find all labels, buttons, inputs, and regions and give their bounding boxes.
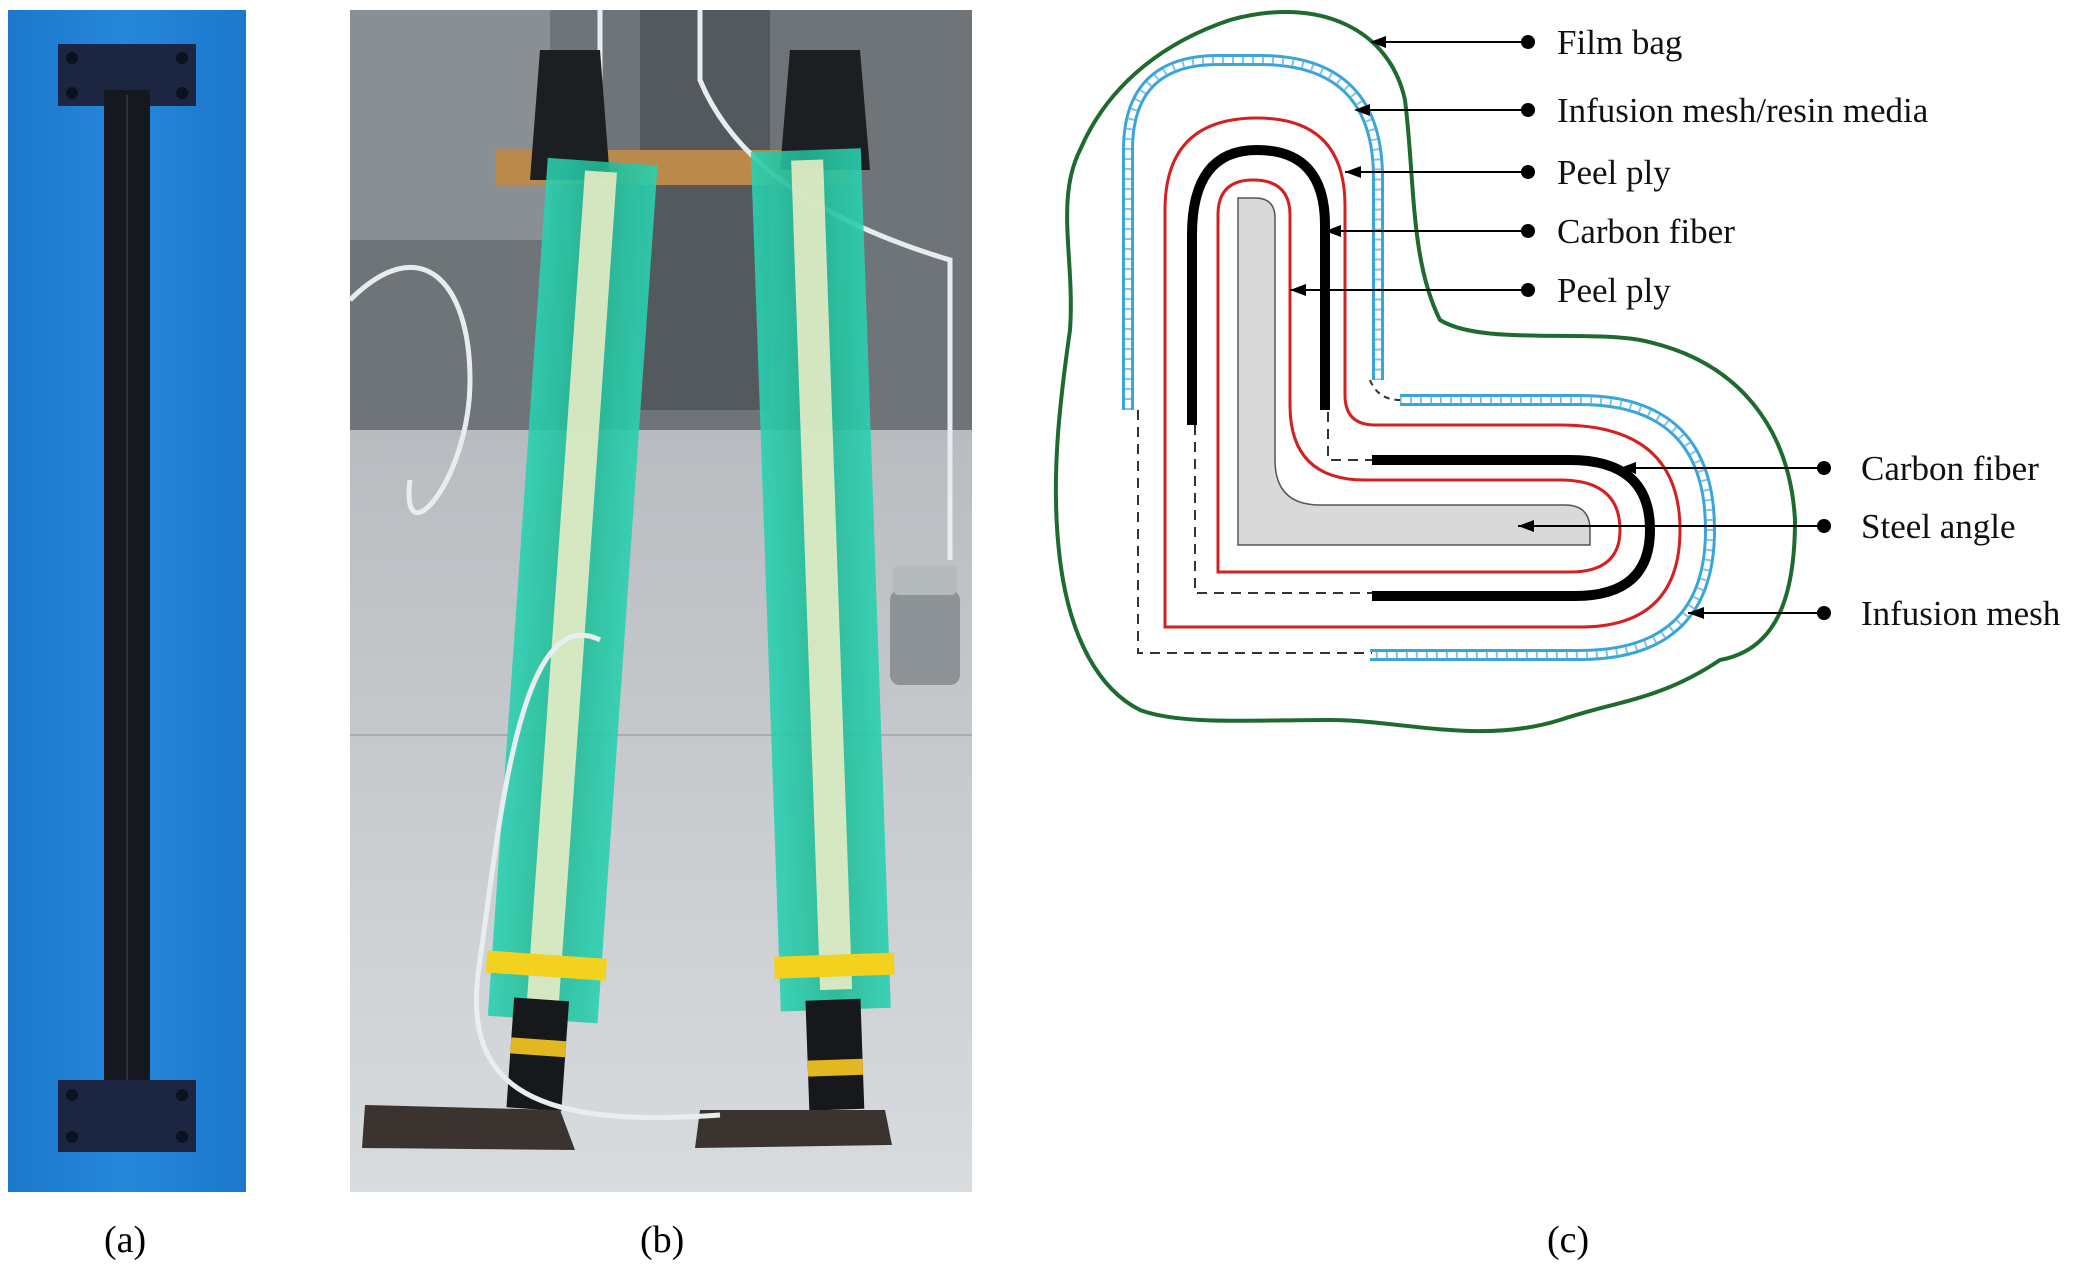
carbon-fiber-upper <box>1187 144 1330 425</box>
dashed-link-top <box>1369 379 1401 401</box>
panel-a-bottom-plate <box>58 1080 196 1152</box>
dashed-boundary-outer <box>1137 410 1372 654</box>
steel-angle <box>1237 197 1591 546</box>
caption-b: (b) <box>640 1219 684 1261</box>
panel-a-photo <box>8 10 246 1192</box>
label-carbon-fiber-right: Carbon fiber <box>1861 449 2039 488</box>
label-infusion-mesh-resin-media: Infusion mesh/resin media <box>1557 91 1929 130</box>
caption-c: (c) <box>1547 1219 1589 1261</box>
panel-c-diagram <box>1053 10 1798 734</box>
dashed-boundary-inner <box>1194 425 1372 594</box>
label-infusion-mesh: Infusion mesh <box>1861 594 2061 633</box>
panel-b-photo <box>348 10 972 1192</box>
label-steel-angle: Steel angle <box>1861 507 2016 546</box>
label-film-bag: Film bag <box>1557 23 1682 62</box>
film-bag-outline <box>1053 10 1798 734</box>
label-carbon-fiber-upper: Carbon fiber <box>1557 212 1735 251</box>
label-peel-ply-outer: Peel ply <box>1557 153 1671 192</box>
caption-a: (a) <box>104 1219 146 1261</box>
label-peel-ply-inner: Peel ply <box>1557 271 1671 310</box>
carbon-fiber-right <box>1372 455 1656 601</box>
panel-c-labels: Film bag Infusion mesh/resin media Peel … <box>1290 23 2061 633</box>
dashed-boundary-corner <box>1327 412 1372 461</box>
peel-ply-outer <box>1163 116 1682 629</box>
peel-ply-inner <box>1216 178 1622 574</box>
